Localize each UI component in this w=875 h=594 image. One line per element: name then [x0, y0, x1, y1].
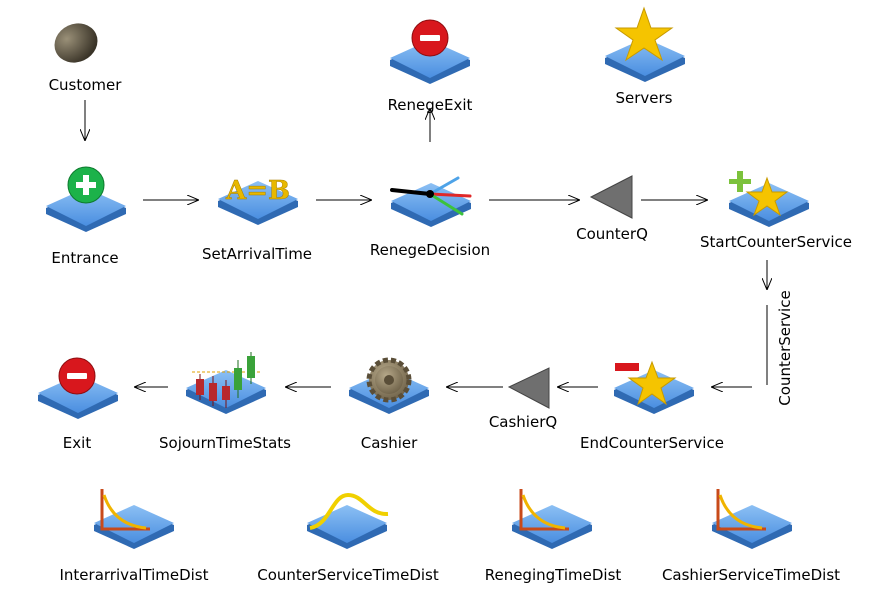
end-counter-service-label: EndCounterService — [580, 434, 724, 452]
entrance-label: Entrance — [51, 249, 119, 267]
renege-decision-label: RenegeDecision — [369, 241, 491, 259]
gear-icon — [366, 357, 412, 403]
exit-label: Exit — [62, 434, 92, 452]
renege-exit-node[interactable] — [390, 19, 470, 84]
servers-node[interactable] — [605, 6, 685, 82]
entrance-node[interactable] — [46, 166, 126, 232]
counter-service-label: CounterService — [776, 290, 794, 406]
exponential-dist-icon — [519, 489, 569, 531]
star-icon — [614, 6, 674, 62]
set-arrival-time-label: SetArrivalTime — [201, 245, 313, 263]
add-circle-icon — [67, 166, 105, 204]
decision-dial-icon — [390, 176, 472, 216]
customer-label: Customer — [48, 76, 122, 94]
exponential-dist-icon — [100, 489, 150, 531]
edges — [85, 100, 767, 387]
cashier-q-label: CashierQ — [488, 413, 558, 431]
remove-circle-icon — [58, 357, 96, 395]
cashier-node[interactable] — [349, 357, 429, 414]
end-counter-service-node[interactable] — [614, 360, 694, 414]
equals-icon: A=B — [225, 176, 290, 206]
start-counter-service-label: StartCounterService — [699, 233, 853, 251]
reneging-time-dist-node[interactable] — [512, 489, 592, 549]
reneging-time-dist-label: RenegingTimeDist — [484, 566, 622, 584]
interarrival-time-dist-label: InterarrivalTimeDist — [59, 566, 209, 584]
customer-ball-icon — [54, 23, 98, 63]
customer-node[interactable] — [48, 16, 104, 69]
remove-star-icon — [615, 360, 677, 406]
interarrival-time-dist-node[interactable] — [94, 489, 174, 549]
counter-service-time-dist-label: CounterServiceTimeDist — [257, 566, 439, 584]
cashier-service-time-dist-label: CashierServiceTimeDist — [661, 566, 841, 584]
cashier-service-time-dist-node[interactable] — [712, 489, 792, 549]
sojourn-time-stats-label: SojournTimeStats — [159, 434, 291, 452]
set-arrival-time-node[interactable]: A=B — [218, 176, 298, 225]
exponential-dist-icon — [716, 489, 766, 531]
add-star-icon — [729, 171, 789, 217]
counter-q-label: CounterQ — [576, 225, 648, 243]
renege-decision-node[interactable] — [390, 176, 472, 227]
queue-triangle-icon[interactable] — [589, 175, 633, 219]
bell-dist-icon — [309, 492, 389, 530]
candlestick-chart-icon — [192, 352, 262, 408]
servers-label: Servers — [615, 89, 673, 107]
cashier-label: Cashier — [360, 434, 418, 452]
exit-node[interactable] — [38, 357, 118, 419]
remove-circle-icon — [411, 19, 449, 57]
counter-service-time-dist-node[interactable] — [307, 492, 389, 549]
renege-exit-label: RenegeExit — [387, 96, 473, 114]
queue-triangle-icon[interactable] — [507, 367, 550, 409]
sojourn-time-stats-node[interactable] — [186, 352, 266, 414]
start-counter-service-node[interactable] — [729, 171, 809, 227]
